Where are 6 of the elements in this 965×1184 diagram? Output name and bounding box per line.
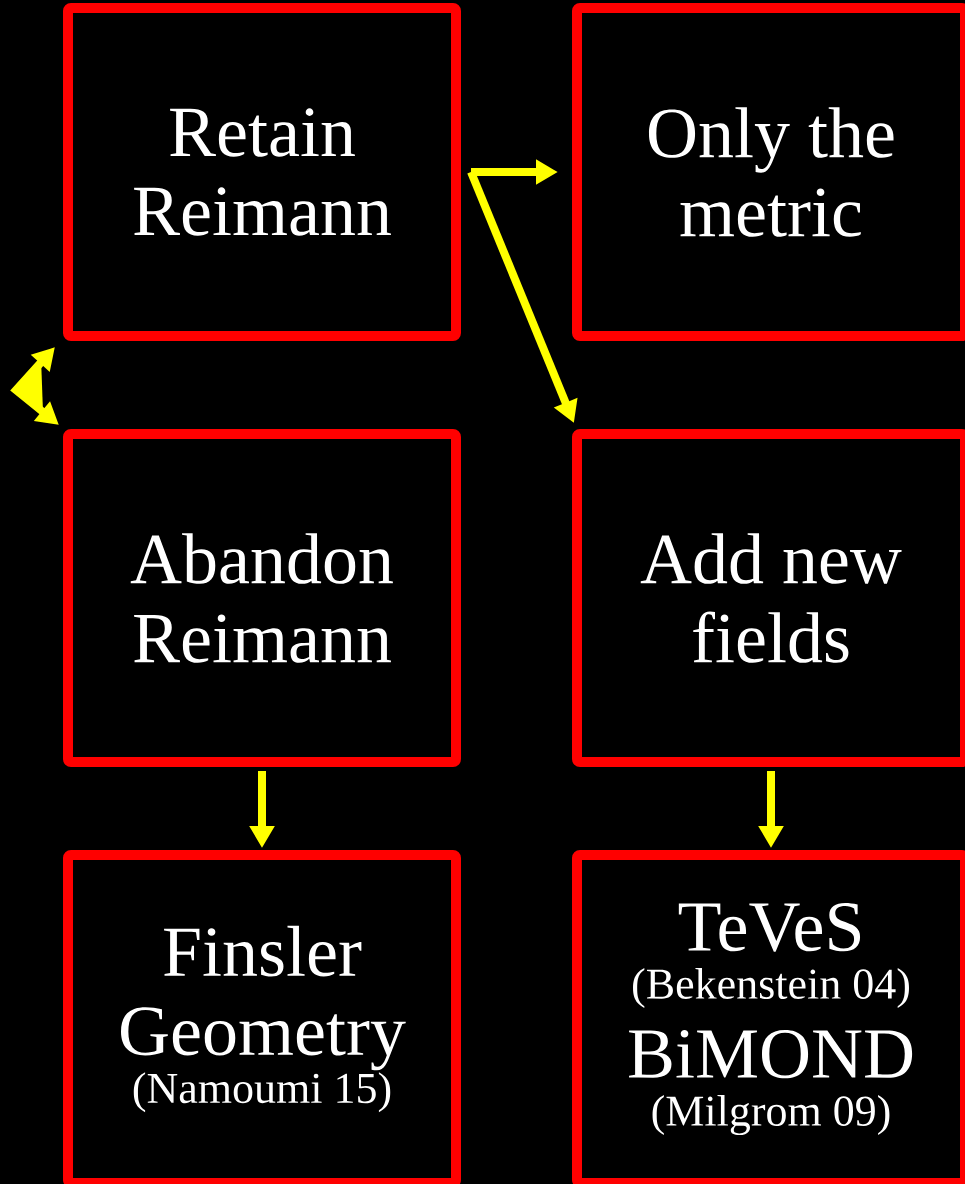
process-box: TeVeS (Bekenstein 04) BiMOND (Milgrom 09) bbox=[572, 850, 965, 1184]
process-box: Retain Reimann bbox=[63, 3, 461, 341]
process-box: Finsler Geometry (Namoumi 15) bbox=[63, 850, 461, 1184]
process-box: Only the metric bbox=[572, 3, 965, 341]
process-box: Add new fields bbox=[572, 429, 965, 767]
process-box: Abandon Reimann bbox=[63, 429, 461, 767]
